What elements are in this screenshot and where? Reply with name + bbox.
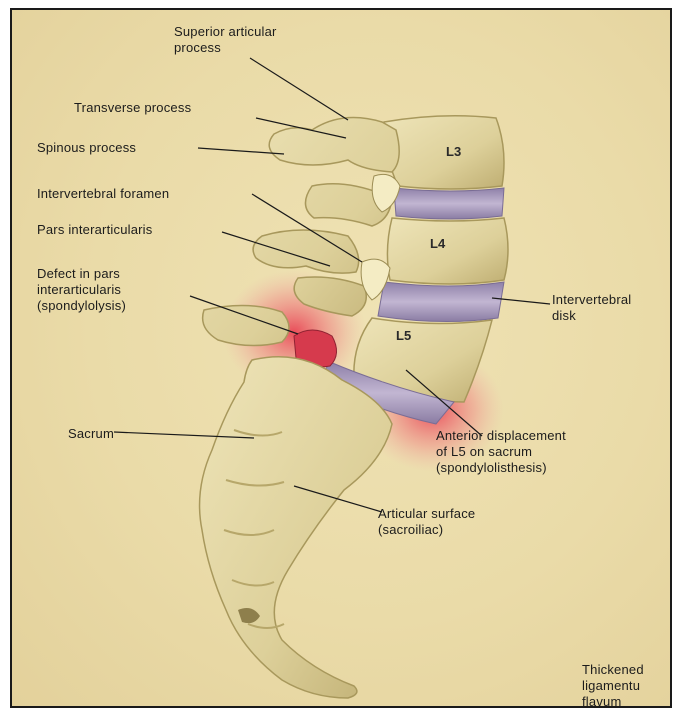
label-sacrum: Sacrum <box>68 426 114 442</box>
label-transverse-process: Transverse process <box>74 100 191 116</box>
vertebra-label-l3: L3 <box>446 144 461 159</box>
sacrum <box>200 357 392 698</box>
l4-body <box>387 218 508 284</box>
label-intervertebral-disk: Intervertebral disk <box>552 292 631 324</box>
label-pars-interarticularis: Pars interarticularis <box>37 222 152 238</box>
vertebra-label-l4: L4 <box>430 236 445 251</box>
label-superior-articular-process: Superior articular process <box>174 24 277 56</box>
label-intervertebral-foramen: Intervertebral foramen <box>37 186 169 202</box>
vertebra-label-l5: L5 <box>396 328 411 343</box>
diagram-frame: L3 L4 L5 Superior articular process Tran… <box>10 8 672 708</box>
l3-body <box>384 116 504 189</box>
label-spinous-process: Spinous process <box>37 140 136 156</box>
label-anterior-displacement: Anterior displacement of L5 on sacrum (s… <box>436 428 566 476</box>
disk-l3-l4 <box>394 188 504 219</box>
label-articular-surface: Articular surface (sacroiliac) <box>378 506 475 538</box>
disk-l4-l5 <box>378 282 504 322</box>
label-thickened-ligamentum-flavum: Thickened ligamentu flavum <box>582 662 644 708</box>
label-defect-in-pars: Defect in pars interarticularis (spondyl… <box>37 266 126 314</box>
